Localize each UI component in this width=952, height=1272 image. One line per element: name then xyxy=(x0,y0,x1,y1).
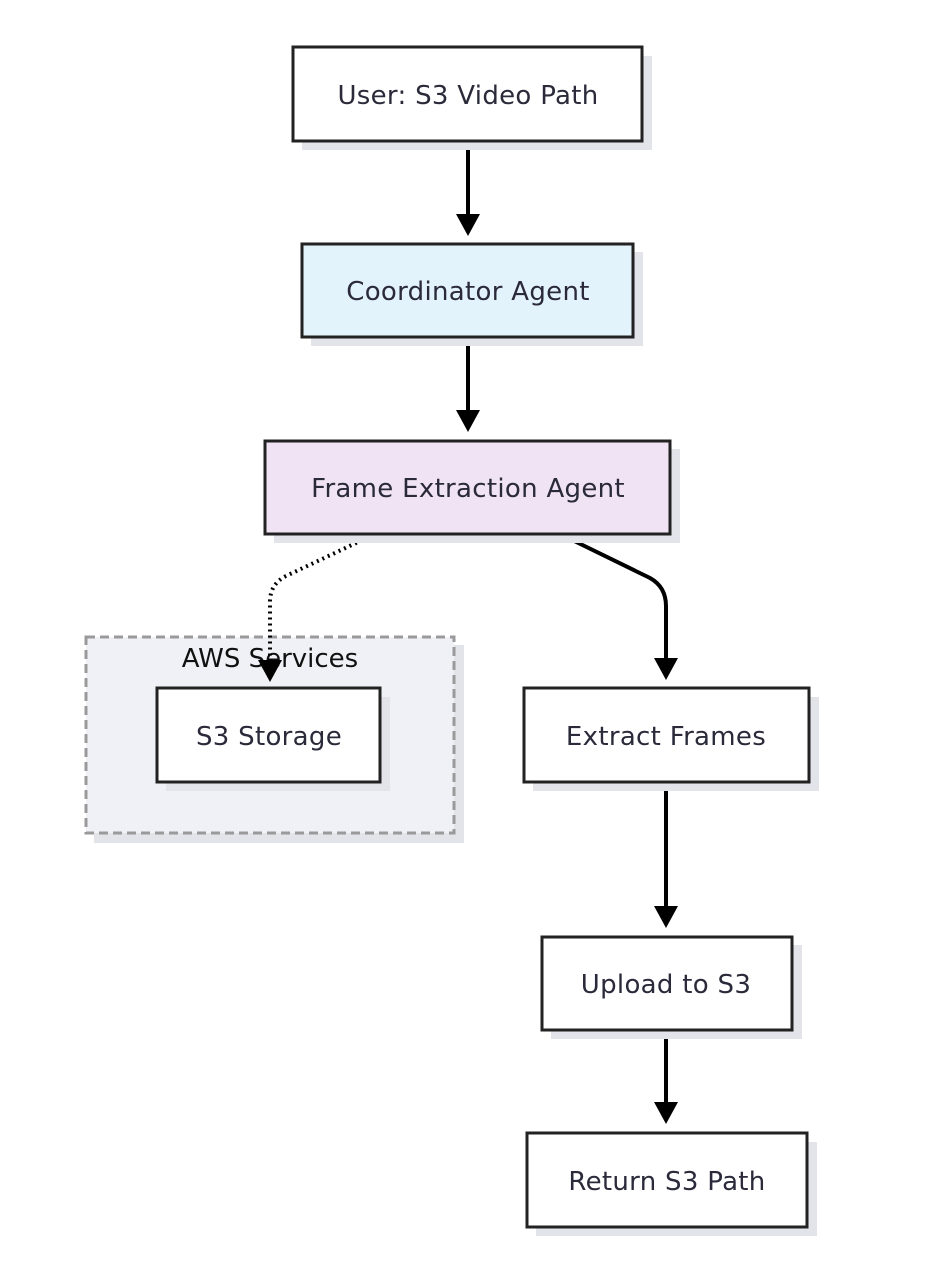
node-extract-frames[interactable]: Extract Frames xyxy=(522,686,819,791)
node-frame-extraction-agent[interactable]: Frame Extraction Agent xyxy=(263,439,680,543)
arrowhead-coordinator xyxy=(456,214,480,236)
arrowhead-return xyxy=(654,1102,678,1124)
node-return-s3-path-label: Return S3 Path xyxy=(568,1167,765,1197)
arrowhead-upload xyxy=(654,906,678,928)
node-s3-storage-label: S3 Storage xyxy=(196,722,342,752)
node-coordinator-agent[interactable]: Coordinator Agent xyxy=(300,242,643,346)
edge-frame-extraction-to-s3-storage xyxy=(268,533,374,662)
node-extract-frames-label: Extract Frames xyxy=(566,722,766,752)
node-upload-to-s3-label: Upload to S3 xyxy=(581,970,751,1000)
node-frame-extraction-agent-label: Frame Extraction Agent xyxy=(311,474,625,504)
node-user[interactable]: User: S3 Video Path xyxy=(291,45,652,150)
arrowhead-s3-storage xyxy=(258,660,282,682)
arrowhead-frame-extraction xyxy=(456,410,480,432)
node-user-label: User: S3 Video Path xyxy=(337,81,598,111)
edge-frame-extraction-to-extract-frames xyxy=(561,533,668,660)
node-coordinator-agent-label: Coordinator Agent xyxy=(346,277,589,307)
arrowhead-extract-frames xyxy=(654,658,678,680)
edges xyxy=(258,142,678,1124)
node-upload-to-s3[interactable]: Upload to S3 xyxy=(540,935,802,1039)
node-return-s3-path[interactable]: Return S3 Path xyxy=(525,1131,817,1236)
node-s3-storage[interactable]: S3 Storage xyxy=(155,686,390,791)
